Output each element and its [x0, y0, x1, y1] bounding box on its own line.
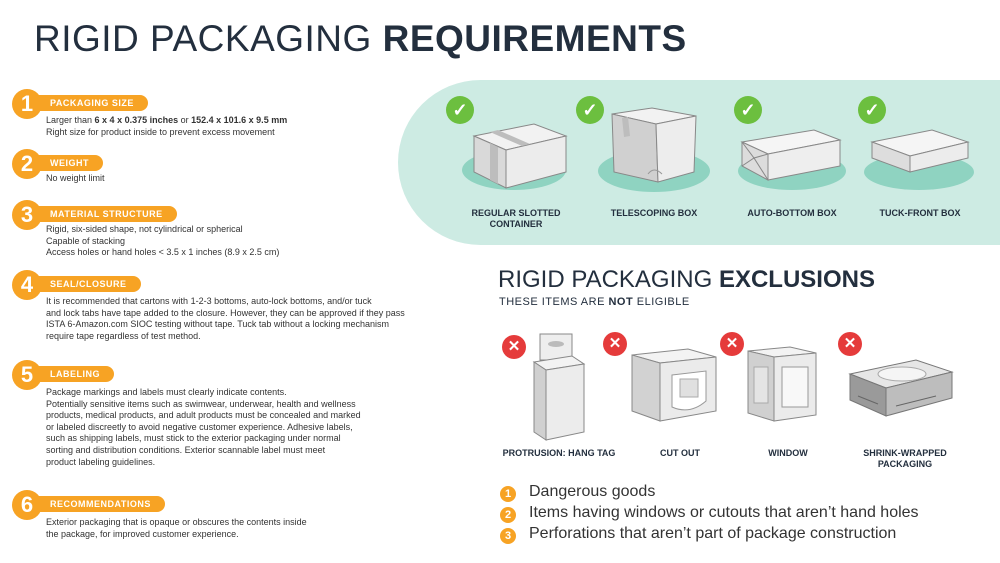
- box-caption-line1: TELESCOPING BOX: [610, 208, 698, 218]
- requirement-body: Rigid, six-sided shape, not cylindrical …: [46, 224, 279, 259]
- box-caption-line1: REGULAR SLOTTED: [471, 208, 561, 218]
- requirement-body: No weight limit: [46, 173, 105, 185]
- acceptable-tuck-front-box: ✓ TUCK-FRONT BOX: [858, 92, 980, 242]
- requirement-line: Capable of stacking: [46, 235, 126, 246]
- size-inches: 6 x 4 x 0.375 inches: [94, 115, 179, 125]
- requirement-number: 1: [12, 89, 42, 119]
- acceptable-regular-slotted-container: ✓ REGULAR SLOTTED CONTAINER: [446, 92, 576, 242]
- box-caption-line1: AUTO-BOTTOM BOX: [747, 208, 837, 218]
- requirement-line: No weight limit: [46, 173, 105, 183]
- shrink-wrapped-box-icon: [848, 359, 954, 417]
- requirement-line: products, medical products, and adult pr…: [46, 410, 361, 421]
- requirement-number: 6: [12, 490, 42, 520]
- regular-slotted-box-icon: [472, 123, 568, 189]
- requirement-body: It is recommended that cartons with 1-2-…: [46, 296, 405, 342]
- requirement-line: Exterior packaging that is opaque or obs…: [46, 517, 307, 527]
- exclusion-caption-line2: PACKAGING: [877, 459, 933, 469]
- exclusions-title-bold: EXCLUSIONS: [718, 266, 875, 293]
- requirement-body: Package markings and labels must clearly…: [46, 387, 361, 468]
- requirement-line: such as shipping labels, must stick to t…: [46, 433, 341, 444]
- box-caption-line2: CONTAINER: [489, 219, 543, 229]
- check-icon: ✓: [576, 96, 604, 124]
- box-caption-line1: TUCK-FRONT BOX: [879, 208, 961, 218]
- page-title: RIGID PACKAGING REQUIREMENTS: [34, 18, 687, 60]
- requirement-line: or labeled discreetly to avoid negative …: [46, 421, 353, 432]
- requirement-size-line: Larger than 6 x 4 x 0.375 inches or 152.…: [46, 115, 287, 127]
- requirement-line: sorting and distribution conditions. Ext…: [46, 444, 326, 455]
- requirement-line: Potentially sensitive items such as swim…: [46, 398, 356, 409]
- auto-bottom-box-icon: [740, 129, 842, 181]
- box-caption: TELESCOPING BOX: [594, 208, 714, 219]
- requirement-line: require tape regardless of test method.: [46, 330, 201, 341]
- list-text: Dangerous goods: [529, 483, 656, 500]
- requirement-label: WEIGHT: [36, 155, 103, 171]
- requirement-body: Exterior packaging that is opaque or obs…: [46, 517, 307, 540]
- requirement-line: It is recommended that cartons with 1-2-…: [46, 296, 372, 306]
- box-caption: REGULAR SLOTTED CONTAINER: [456, 208, 576, 230]
- size-text: Larger than: [46, 115, 95, 125]
- requirement-line: Right size for product inside to prevent…: [46, 126, 275, 137]
- acceptable-auto-bottom-box: ✓ AUTO-BOTTOM BOX: [732, 92, 852, 242]
- list-number: 2: [500, 507, 516, 523]
- exclusion-caption: SHRINK-WRAPPED PACKAGING: [850, 448, 960, 470]
- exclusion-caption: PROTRUSION: HANG TAG: [502, 448, 616, 458]
- exclusions-subtitle: THESE ITEMS ARE NOT ELIGIBLE: [499, 296, 690, 308]
- exclusions-title-light: RIGID PACKAGING: [498, 266, 713, 293]
- requirement-line: Rigid, six-sided shape, not cylindrical …: [46, 224, 243, 234]
- x-icon: ✕: [603, 332, 627, 356]
- requirement-line: Package markings and labels must clearly…: [46, 387, 287, 397]
- page-title-light: RIGID PACKAGING: [34, 18, 372, 59]
- requirement-number: 2: [12, 149, 42, 179]
- exclusion-caption-line1: SHRINK-WRAPPED: [863, 448, 947, 458]
- requirement-label: MATERIAL STRUCTURE: [36, 206, 177, 222]
- exclusion-caption: CUT OUT: [660, 448, 700, 458]
- subtitle-post: ELIGIBLE: [633, 296, 690, 308]
- requirement-body: Larger than 6 x 4 x 0.375 inches or 152.…: [46, 115, 287, 138]
- requirement-number: 5: [12, 360, 42, 390]
- page-title-bold: REQUIREMENTS: [382, 18, 687, 59]
- box-caption: TUCK-FRONT BOX: [860, 208, 980, 219]
- check-icon: ✓: [734, 96, 762, 124]
- acceptable-telescoping-box: ✓ TELESCOPING BOX: [576, 92, 714, 242]
- subtitle-pre: THESE ITEMS ARE: [499, 296, 609, 308]
- list-number: 1: [500, 486, 516, 502]
- requirement-label: LABELING: [36, 366, 114, 382]
- tuck-front-box-icon: [870, 129, 970, 173]
- list-text: Items having windows or cutouts that are…: [529, 504, 919, 521]
- cut-out-box-icon: [631, 348, 717, 422]
- list-text: Perforations that aren’t part of package…: [529, 525, 897, 542]
- check-icon: ✓: [858, 96, 886, 124]
- requirement-line: ISTA 6-Amazon.com SIOC testing without t…: [46, 319, 389, 330]
- window-box-icon: [747, 346, 817, 422]
- exclusion-caption: WINDOW: [768, 448, 808, 458]
- size-or: or: [178, 115, 192, 125]
- subtitle-bold: NOT: [608, 296, 634, 308]
- requirement-label: RECOMMENDATIONS: [36, 496, 165, 512]
- size-mm: 152.4 x 101.6 x 9.5 mm: [191, 115, 288, 125]
- requirement-line: and lock tabs have tape added to the clo…: [46, 307, 405, 318]
- x-icon: ✕: [502, 335, 526, 359]
- check-icon: ✓: [446, 96, 474, 124]
- requirement-number: 3: [12, 200, 42, 230]
- requirement-label: SEAL/CLOSURE: [36, 276, 141, 292]
- x-icon: ✕: [720, 332, 744, 356]
- requirement-label: PACKAGING SIZE: [36, 95, 148, 111]
- requirement-line: Access holes or hand holes < 3.5 x 1 inc…: [46, 247, 280, 258]
- list-number: 3: [500, 528, 516, 544]
- box-caption: AUTO-BOTTOM BOX: [732, 208, 852, 219]
- requirement-line: product labeling guidelines.: [46, 456, 156, 467]
- telescoping-box-icon: [611, 107, 697, 183]
- hang-tag-box-icon: [532, 333, 586, 441]
- requirement-line: the package, for improved customer exper…: [46, 528, 239, 539]
- x-icon: ✕: [838, 332, 862, 356]
- exclusions-title: RIGID PACKAGING EXCLUSIONS: [498, 266, 875, 294]
- requirement-number: 4: [12, 270, 42, 300]
